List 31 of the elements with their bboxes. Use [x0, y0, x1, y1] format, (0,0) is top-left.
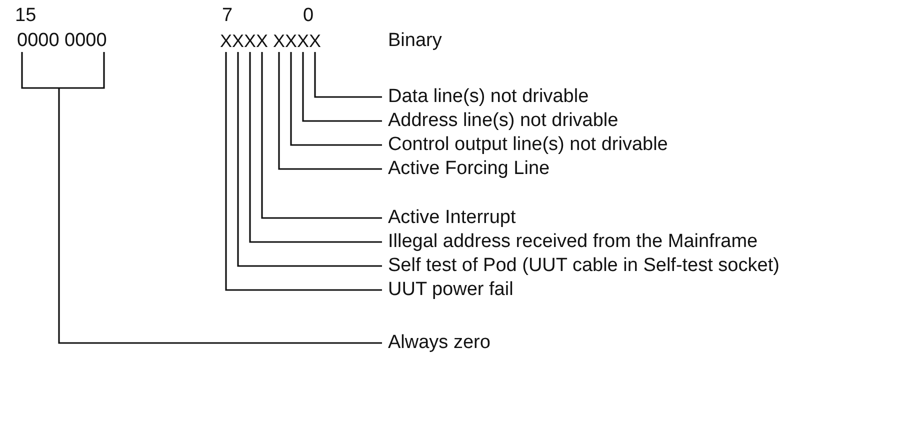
leader-line: [302, 52, 382, 122]
leader-line: [278, 52, 382, 170]
bit-description: Active Interrupt: [388, 207, 516, 229]
bit-value: X: [297, 30, 309, 52]
bit-value: 0000 0000: [17, 30, 107, 52]
leader-line: [21, 51, 383, 344]
bit-description: Data line(s) not drivable: [388, 86, 589, 108]
bit-value: X: [309, 30, 321, 52]
bit-value: X: [285, 30, 297, 52]
leader-line: [290, 52, 382, 146]
bit-value: X: [273, 30, 285, 52]
bit-description: UUT power fail: [388, 279, 514, 301]
bit-description: Control output line(s) not drivable: [388, 134, 668, 156]
bit-value: X: [232, 30, 244, 52]
bit-description: Always zero: [388, 332, 490, 354]
bit-description: Self test of Pod (UUT cable in Self-test socket): [388, 255, 780, 277]
leader-line: [225, 52, 382, 291]
bit-number: 7: [222, 5, 233, 27]
bit-value: X: [256, 30, 268, 52]
bit-description: Illegal address received from the Mainframe: [388, 231, 758, 253]
bit-value: X: [220, 30, 232, 52]
bit-number: 0: [303, 5, 314, 27]
format-label: Binary: [388, 30, 442, 52]
leader-line: [249, 52, 382, 243]
bit-value: X: [244, 30, 256, 52]
leader-line: [237, 52, 382, 267]
bit-description: Active Forcing Line: [388, 158, 550, 180]
bit-number: 15: [15, 5, 36, 27]
bit-description: Address line(s) not drivable: [388, 110, 618, 132]
leader-line: [261, 52, 382, 219]
leader-line: [314, 52, 382, 98]
